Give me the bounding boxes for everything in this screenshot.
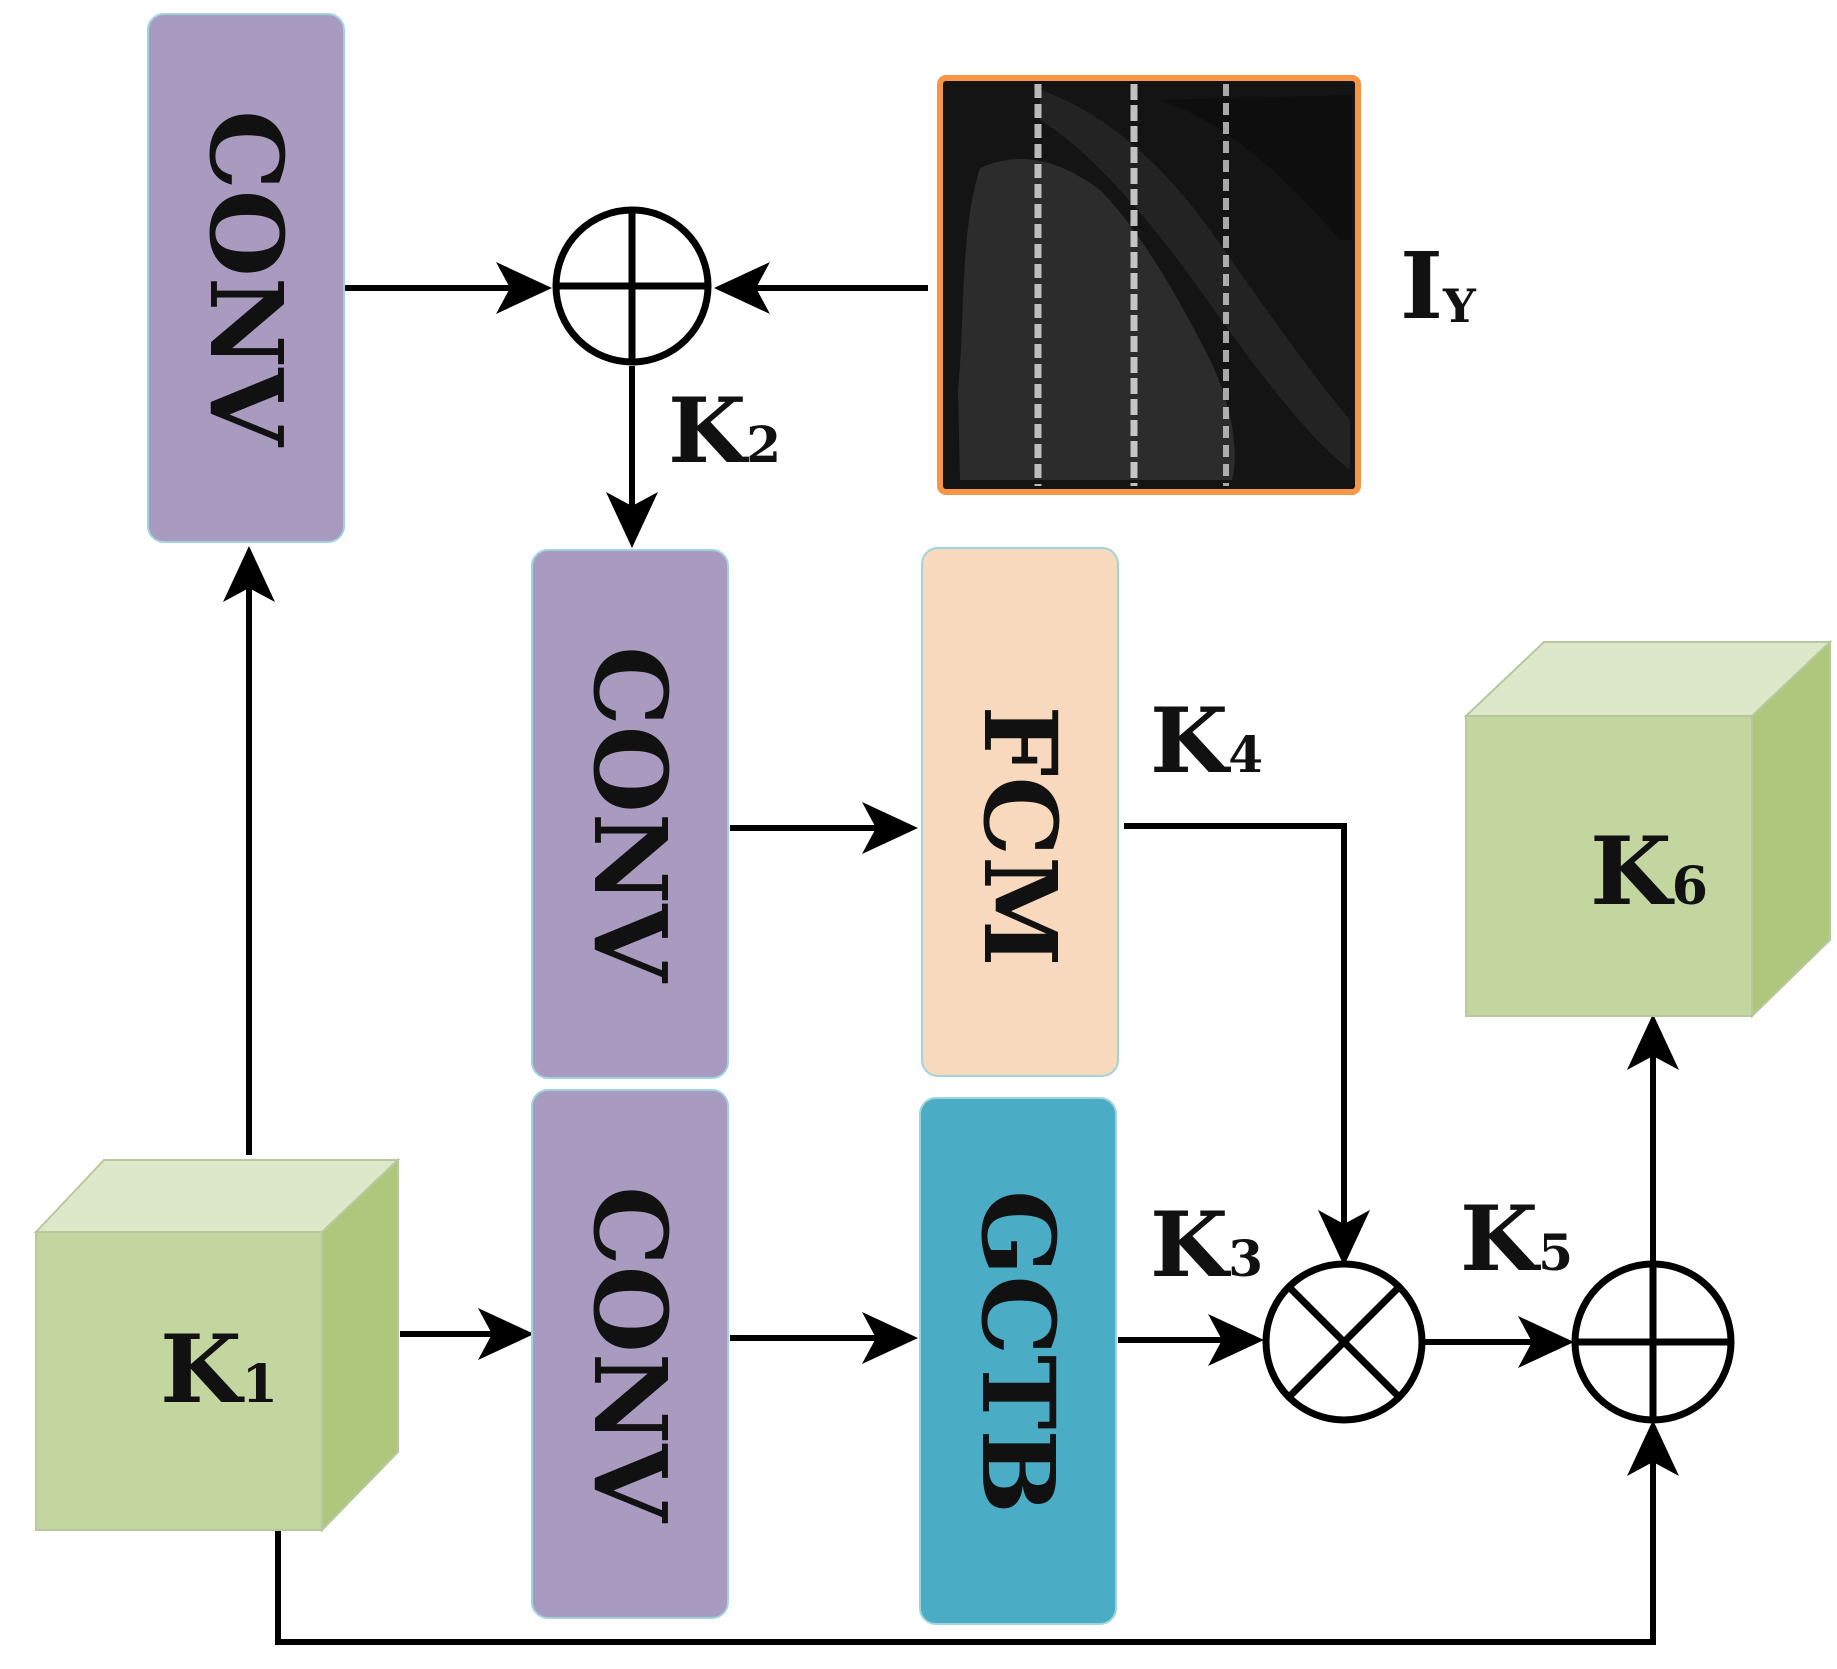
- tissue-shape: [958, 159, 1235, 480]
- conv-block-bottom-label: CONV: [571, 1186, 689, 1523]
- label-iy: IY: [1400, 232, 1477, 340]
- adder-top-icon: [552, 206, 712, 366]
- arrowhead-icon: [478, 1308, 534, 1360]
- arrowhead-icon: [1627, 1014, 1679, 1070]
- multiply-icon: [1262, 1260, 1426, 1424]
- gctb-block-label: GCTB: [959, 1190, 1077, 1514]
- arrowhead-icon: [606, 492, 658, 548]
- cube-k1: [33, 1157, 401, 1533]
- arrowhead-icon: [1208, 1314, 1264, 1366]
- arrowhead-icon: [1318, 1210, 1370, 1266]
- label-k1-main: K: [160, 1315, 245, 1425]
- label-k2: K2: [668, 378, 781, 484]
- edge-fcm-to-multiply: [1124, 823, 1347, 1240]
- label-k4: K4: [1150, 688, 1263, 794]
- label-k5-main: K: [1460, 1186, 1541, 1292]
- arrowhead-icon: [862, 802, 918, 854]
- label-k3: K3: [1150, 1192, 1263, 1298]
- tissue-shape: [1160, 95, 1352, 240]
- fcm-block: FCM: [921, 547, 1119, 1077]
- edge-k1-skip-to-adder-bottom: [275, 1444, 1656, 1645]
- label-k1-sub: 1: [242, 1354, 278, 1415]
- label-k2-sub: 2: [746, 415, 781, 474]
- label-iy-sub: Y: [1442, 279, 1477, 333]
- label-k6: K6: [1590, 817, 1708, 927]
- fcm-block-label: FCM: [961, 705, 1079, 966]
- arrowhead-icon: [1518, 1316, 1574, 1368]
- conv-block-mid-label: CONV: [571, 646, 689, 983]
- label-k4-main: K: [1150, 688, 1231, 794]
- label-k4-sub: 4: [1228, 725, 1263, 784]
- arrowhead-icon: [223, 546, 275, 602]
- arrowhead-icon: [1627, 1420, 1679, 1476]
- conv-block-bottom: CONV: [531, 1089, 729, 1619]
- input-image-iy: [937, 75, 1361, 495]
- conv-block-mid: CONV: [531, 549, 729, 1079]
- adder-bottom-icon: [1571, 1260, 1735, 1424]
- label-k5-sub: 5: [1538, 1223, 1573, 1282]
- conv-block-top-label: CONV: [187, 110, 305, 447]
- gctb-block: GCTB: [919, 1097, 1117, 1625]
- label-k6-main: K: [1590, 817, 1675, 927]
- label-k6-sub: 6: [1672, 856, 1708, 917]
- label-k1: K1: [160, 1315, 278, 1425]
- label-k5: K5: [1460, 1186, 1573, 1292]
- cube-k6: [1463, 639, 1833, 1019]
- label-k3-sub: 3: [1228, 1229, 1263, 1288]
- label-k3-main: K: [1150, 1192, 1231, 1298]
- tissue-shape: [1040, 90, 1350, 470]
- conv-block-top: CONV: [147, 13, 345, 543]
- arrowhead-icon: [496, 262, 552, 314]
- arrowhead-icon: [714, 262, 770, 314]
- label-k2-main: K: [668, 378, 749, 484]
- label-iy-main: I: [1400, 232, 1443, 340]
- arrowhead-icon: [862, 1312, 918, 1364]
